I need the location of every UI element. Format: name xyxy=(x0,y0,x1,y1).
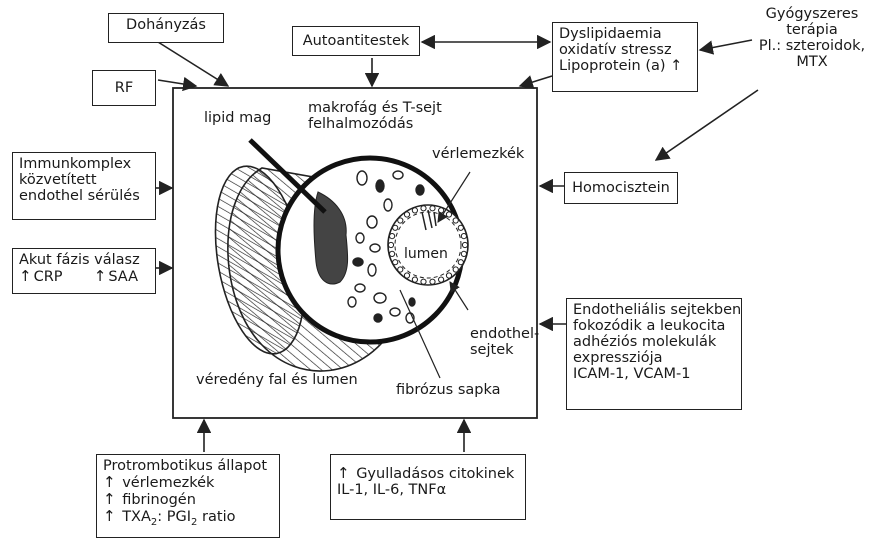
box-gyulladasos: ↑ Gyulladásos citokinek IL-1, IL-6, TNFα xyxy=(330,454,526,520)
endothelial-cell xyxy=(388,242,393,247)
up-arrow-icon: ↑ xyxy=(103,507,116,525)
endothelialis-line4: expressziója xyxy=(573,350,735,366)
homocisztein-label: Homocisztein xyxy=(572,180,670,196)
crp-label: CRP xyxy=(34,269,63,285)
up-arrow-icon: ↑ xyxy=(19,267,32,285)
endothel-line1: endothel- xyxy=(470,326,539,342)
box-endothelialis: Endotheliális sejtekben fokozódik a leuk… xyxy=(566,298,742,410)
up-arrow-icon: ↑ xyxy=(337,464,350,482)
label-fibrozus: fibrózus sapka xyxy=(396,382,501,398)
endothelial-cell xyxy=(430,206,435,211)
protrombotikus-title: Protrombotikus állapot xyxy=(103,458,273,474)
box-autoantitestek: Autoantitestek xyxy=(292,26,420,56)
box-dyslipidaemia: Dyslipidaemia oxidatív stressz Lipoprote… xyxy=(552,22,698,92)
up-arrow-icon: ↑ xyxy=(94,267,107,285)
endothelial-cell xyxy=(462,242,467,247)
gyogyszeres-terapia-text: Gyógyszeres terápia Pl.: szteroidok, MTX xyxy=(748,6,876,70)
gyulladasos-line2: IL-1, IL-6, TNFα xyxy=(337,482,519,498)
gyulladasos-line1: ↑ Gyulladásos citokinek xyxy=(337,465,519,482)
label-endothel: endothel- sejtek xyxy=(470,326,539,358)
label-lumen: lumen xyxy=(404,246,448,262)
endothelial-cell xyxy=(421,279,426,284)
endothelialis-line1: Endotheliális sejtekben xyxy=(573,302,735,318)
label-veredeny: véredény fal és lumen xyxy=(196,372,358,388)
up-arrow-icon: ↑ xyxy=(103,490,116,508)
endothelial-cell xyxy=(439,208,444,213)
txa-label: TXA xyxy=(122,509,151,525)
dyslipidaemia-line3: Lipoprotein (a) ↑ xyxy=(559,58,691,74)
endothelial-cell xyxy=(393,225,398,230)
lumen-circle xyxy=(388,205,468,285)
immunkomplex-line1: Immunkomplex xyxy=(19,156,149,172)
box-rf: RF xyxy=(92,70,156,106)
protrombotikus-line2: ↑ fibrinogén xyxy=(103,491,273,508)
autoantitestek-label: Autoantitestek xyxy=(303,33,410,49)
endothelial-cell xyxy=(404,212,409,217)
endothel-line2: sejtek xyxy=(470,342,539,358)
box-dohanyzas: Dohányzás xyxy=(108,13,224,43)
endothelial-cell xyxy=(421,206,426,211)
dyslipidaemia-line1: Dyslipidaemia xyxy=(559,26,691,42)
endothelial-cell xyxy=(390,251,395,256)
akut-line2: ↑CRP ↑SAA xyxy=(19,268,149,285)
gyogyszeres-line4: MTX xyxy=(748,54,876,70)
up-arrow-icon: ↑ xyxy=(103,473,116,491)
immunkomplex-line2: közvetített xyxy=(19,172,149,188)
endothelial-cell xyxy=(398,267,403,272)
dohanyzas-label: Dohányzás xyxy=(126,17,206,33)
protrombotikus-line1: ↑ vérlemezkék xyxy=(103,474,273,491)
endothelial-cell xyxy=(458,225,463,230)
endothelial-cell xyxy=(446,273,451,278)
endothelialis-line2: fokozódik a leukocita xyxy=(573,318,735,334)
pgi-label: : PGI xyxy=(157,509,191,525)
endothelial-cell xyxy=(461,234,466,239)
endothelial-cell xyxy=(439,277,444,282)
endothelial-cell xyxy=(446,212,451,217)
box-akut-fazis: Akut fázis válasz ↑CRP ↑SAA xyxy=(12,248,156,294)
makrofag-line2: felhalmozódás xyxy=(308,116,442,132)
endothelialis-line3: adhéziós molekulák xyxy=(573,334,735,350)
endothelial-cell xyxy=(430,279,435,284)
gyogyszeres-line2: terápia xyxy=(748,22,876,38)
endothelial-cell xyxy=(390,234,395,239)
endothelial-cell xyxy=(412,208,417,213)
label-lipid-mag: lipid mag xyxy=(204,110,271,126)
gyogyszeres-line3: Pl.: szteroidok, xyxy=(748,38,876,54)
box-immunkomplex: Immunkomplex közvetített endothel sérülé… xyxy=(12,152,156,220)
makrofag-line1: makrofág és T-sejt xyxy=(308,100,442,116)
endothelial-cell xyxy=(453,218,458,223)
endothelial-cell xyxy=(461,251,466,256)
endothelial-cell xyxy=(393,260,398,265)
endothelialis-line5: ICAM-1, VCAM-1 xyxy=(573,366,735,382)
ratio-label: ratio xyxy=(197,509,235,525)
verlemezkek-value: vérlemezkék xyxy=(122,475,214,491)
fibrinogen-value: fibrinogén xyxy=(122,492,196,508)
label-makrofag: makrofág és T-sejt felhalmozódás xyxy=(308,100,442,132)
endothelial-cell xyxy=(404,273,409,278)
endothelial-cell xyxy=(412,277,417,282)
immunkomplex-line3: endothel sérülés xyxy=(19,188,149,204)
box-homocisztein: Homocisztein xyxy=(564,172,678,204)
dyslipidaemia-line2: oxidatív stressz xyxy=(559,42,691,58)
label-verlemezkek: vérlemezkék xyxy=(432,146,524,162)
rf-label: RF xyxy=(115,80,133,96)
endothelial-cell xyxy=(398,218,403,223)
gyulladasos-label: Gyulladásos citokinek xyxy=(356,466,514,482)
endothelial-cell xyxy=(453,267,458,272)
box-protrombotikus: Protrombotikus állapot ↑ vérlemezkék ↑ f… xyxy=(96,454,280,538)
saa-label: SAA xyxy=(108,269,138,285)
gyogyszeres-line1: Gyógyszeres xyxy=(748,6,876,22)
akut-line1: Akut fázis válasz xyxy=(19,252,149,268)
endothelial-cell xyxy=(458,260,463,265)
protrombotikus-line3: ↑ TXA2: PGI2 ratio xyxy=(103,508,273,531)
